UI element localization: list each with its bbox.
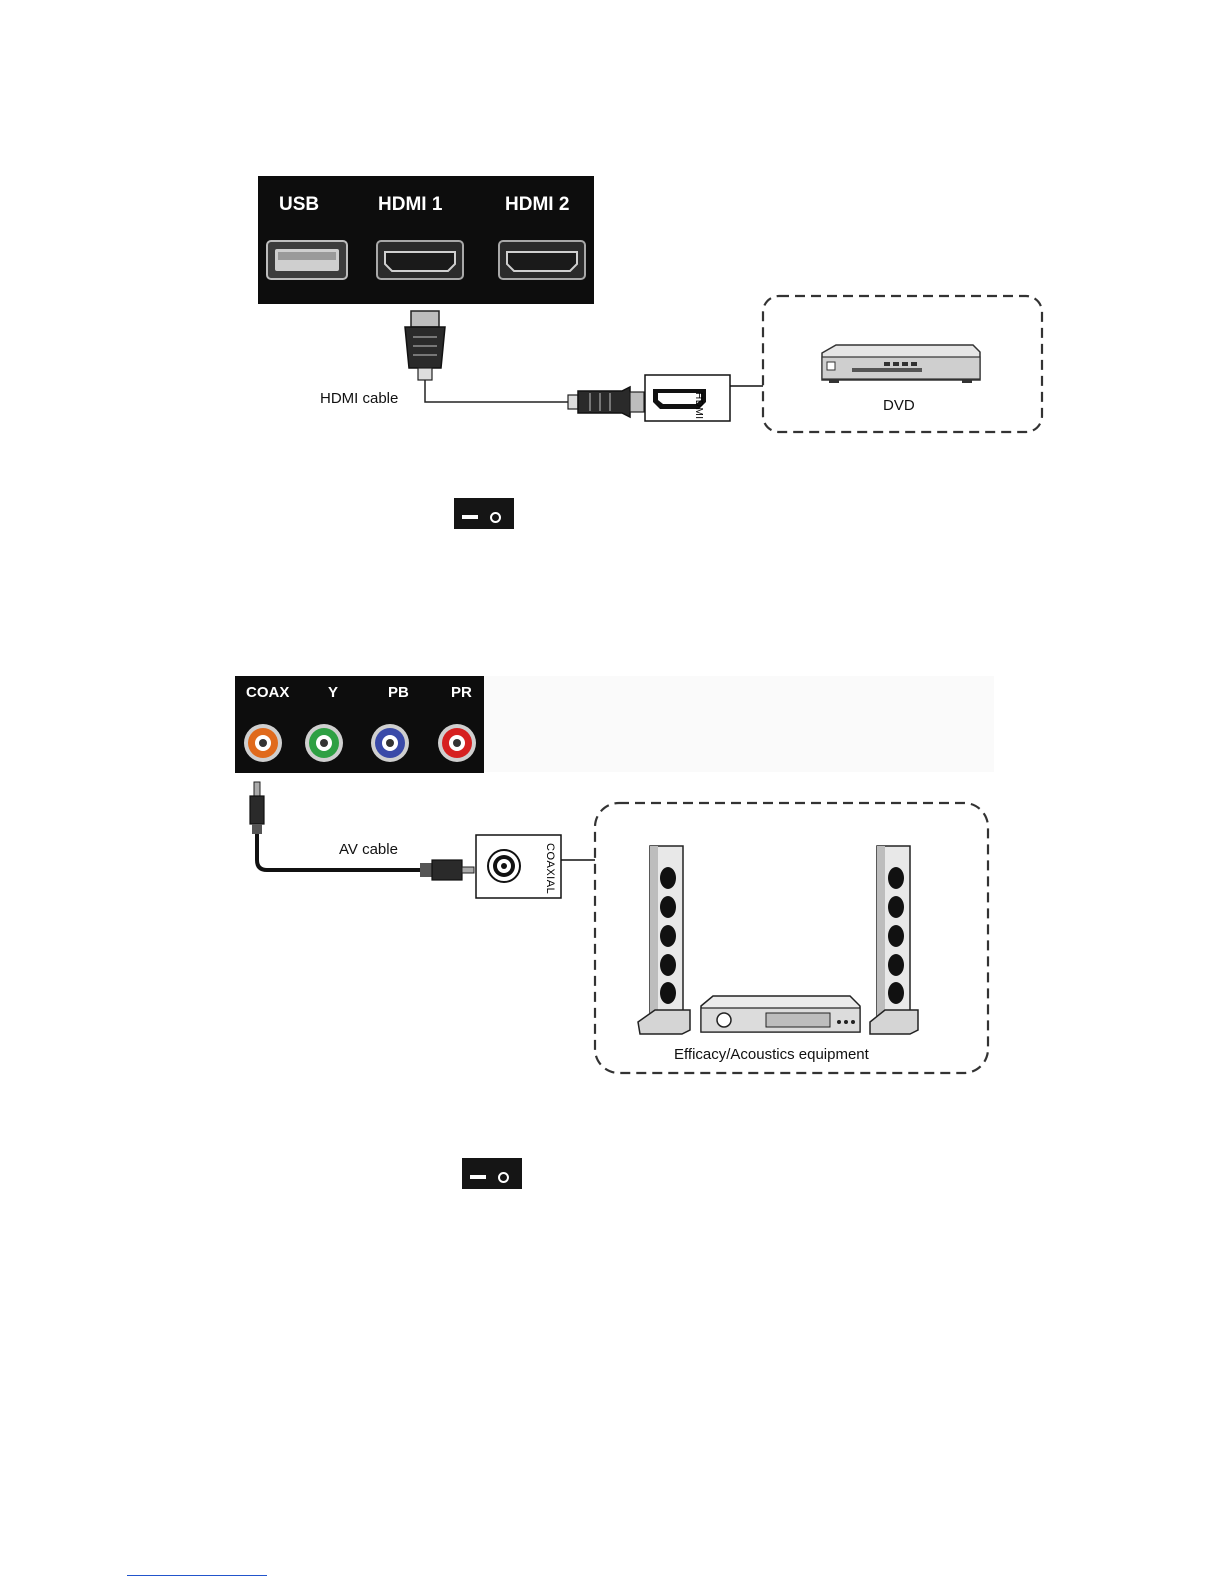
power-switch-icon (454, 498, 514, 529)
hdmi-cable-line (425, 380, 568, 402)
hdmi-plug-icon (405, 311, 445, 380)
footnote-divider (127, 1575, 267, 1576)
hdmi-plug-icon (568, 387, 644, 417)
acoustics-equipment-label: Efficacy/Acoustics equipment (674, 1046, 869, 1063)
hdmi-jack-port-label: HDMI (693, 392, 704, 420)
dvd-player-icon (822, 345, 980, 383)
hdmi-jack-box (645, 375, 763, 421)
rca-plug-icon (250, 782, 264, 834)
coax-connection-diagram (0, 560, 1225, 1100)
hdmi-connection-diagram (0, 0, 1225, 470)
left-speaker-icon (638, 846, 690, 1034)
power-switch-icon (462, 1158, 522, 1189)
amplifier-icon (701, 996, 860, 1032)
rca-plug-icon (420, 860, 474, 880)
coaxial-jack-port-label: COAXIAL (544, 843, 556, 894)
av-cable-label: AV cable (339, 841, 398, 858)
right-speaker-icon (870, 846, 918, 1034)
coaxial-jack-box (476, 835, 595, 898)
hdmi-cable-label: HDMI cable (320, 390, 398, 407)
dvd-label: DVD (883, 397, 915, 414)
